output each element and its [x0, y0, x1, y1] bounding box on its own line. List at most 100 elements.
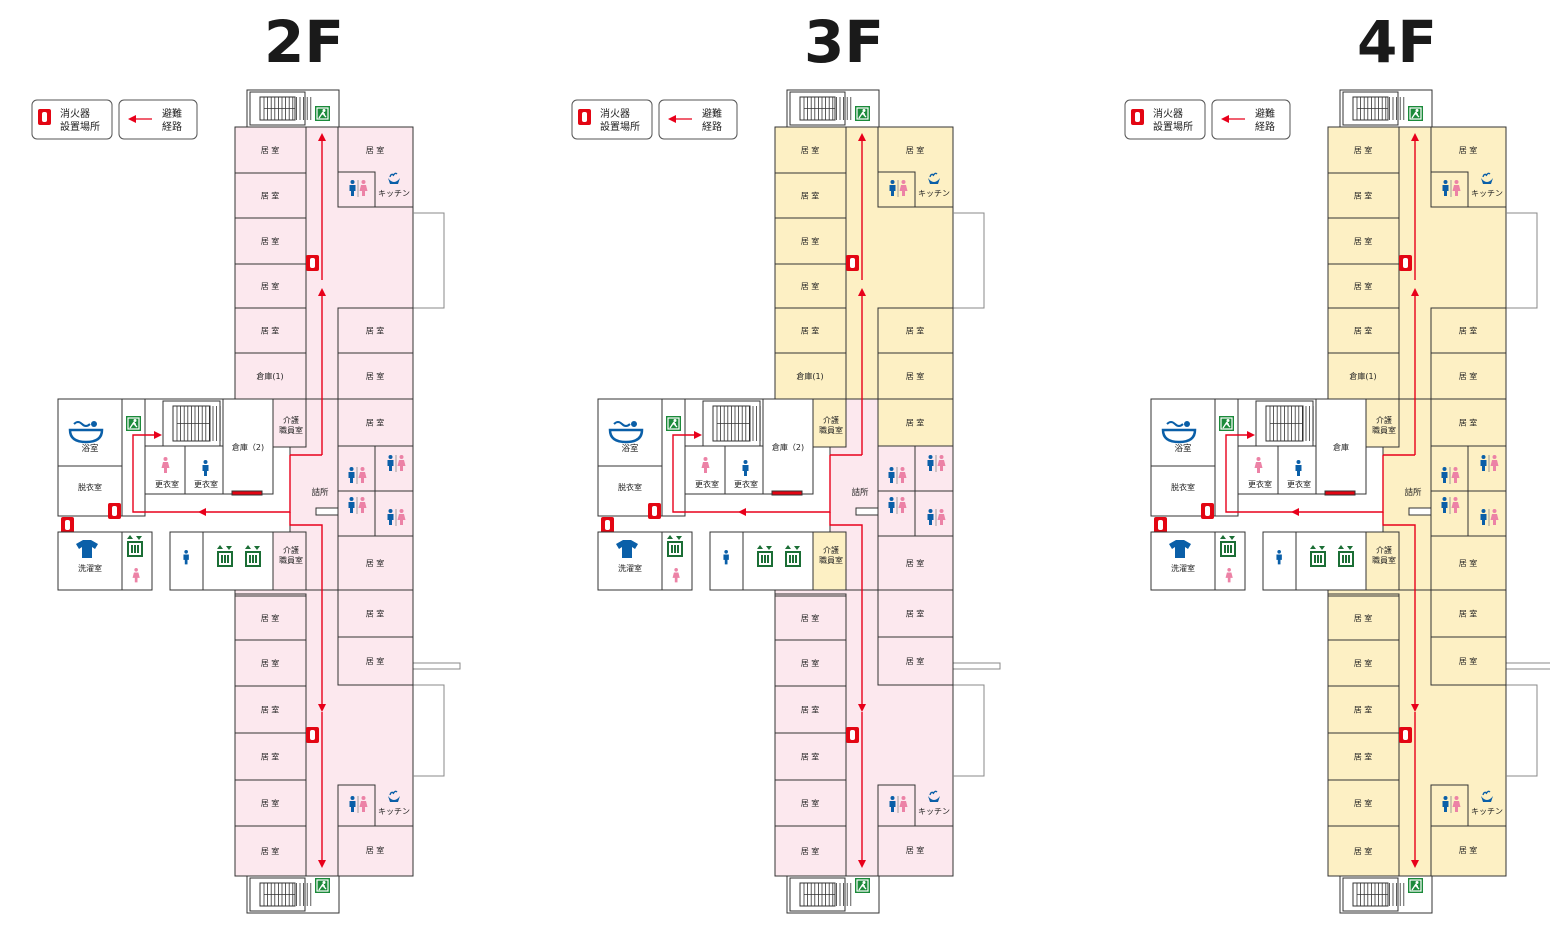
room-label: 居 室: [801, 752, 820, 762]
balcony: [1506, 684, 1538, 777]
room: [234, 595, 307, 641]
fire-extinguisher-icon: [1154, 517, 1167, 533]
room-label: 居 室: [366, 656, 385, 666]
laundry-label: 洗濯室: [78, 563, 102, 573]
balcony: [953, 212, 985, 309]
care-staff-room: [812, 531, 847, 591]
storage-label: 倉庫（2): [772, 442, 804, 452]
room-label: 居 室: [801, 798, 820, 808]
legend-extinguisher-label: 設置場所: [600, 120, 640, 133]
bathtub-icon: [1161, 421, 1197, 444]
fire-extinguisher-icon: [1131, 109, 1144, 125]
kitchen-icon: キッチン: [1471, 172, 1503, 198]
restroom: [1430, 784, 1469, 827]
male-icon: [183, 550, 189, 565]
room-label: 居 室: [1354, 658, 1373, 668]
male-icon: [1441, 497, 1448, 513]
kitchen-label: キッチン: [378, 189, 410, 198]
legend-route-box: [1211, 99, 1291, 140]
legend-extinguisher-box: [1124, 99, 1206, 140]
storage-label: 倉庫: [1333, 442, 1349, 452]
male-icon: [888, 467, 895, 483]
room: [337, 307, 414, 354]
room-label: 居 室: [1354, 326, 1373, 336]
elevator-icon: [785, 545, 801, 567]
room-label: 居 室: [1459, 609, 1478, 619]
restroom-icon: [349, 796, 368, 813]
legend-extinguisher-box: [571, 99, 653, 140]
care-staff-label: 介護: [823, 545, 839, 555]
legend-extinguisher-label: 設置場所: [60, 120, 100, 133]
emergency-exit-icon: [1408, 878, 1423, 893]
kitchen-icon: キッチン: [918, 172, 950, 198]
room: [774, 307, 847, 354]
female-icon: [899, 796, 908, 812]
room: [1327, 217, 1400, 265]
changing-label: 更衣室: [734, 479, 758, 489]
room-label: 居 室: [261, 191, 280, 201]
room: [337, 398, 414, 447]
care-staff-label: 介護: [1376, 545, 1392, 555]
fire-extinguisher-icon: [1201, 503, 1214, 519]
kitchen-icon: キッチン: [378, 790, 410, 816]
female-icon: [359, 796, 368, 812]
emergency-exit-icon: [126, 416, 141, 431]
room-label: 居 室: [906, 145, 925, 155]
kitchen-icon: キッチン: [918, 790, 950, 816]
kitchen-icon: キッチン: [1471, 790, 1503, 816]
care-staff-room: [1365, 398, 1400, 448]
female-icon: [132, 568, 140, 583]
room-label: 居 室: [801, 705, 820, 715]
restroom: [337, 171, 376, 208]
room: [234, 825, 307, 877]
elevator-icon: [127, 535, 143, 557]
legend-route-box: [118, 99, 198, 140]
legend-extinguisher-label: 消火器: [1153, 107, 1183, 120]
female-icon: [937, 509, 946, 525]
station-counter: [855, 507, 879, 516]
male-icon: [742, 460, 749, 476]
care-staff-label: 職員室: [279, 425, 303, 435]
changing-label: 更衣室: [695, 479, 719, 489]
male-icon: [1480, 509, 1487, 525]
room: [1327, 639, 1400, 687]
female-icon: [701, 457, 710, 473]
room-label: 居 室: [906, 371, 925, 381]
restroom: [1430, 490, 1469, 537]
kitchen-label: キッチン: [918, 189, 950, 198]
evacuation-route: [1225, 133, 1419, 868]
room-label: 居 室: [1459, 418, 1478, 428]
male-icon: [1276, 550, 1282, 565]
restroom: [374, 445, 414, 492]
legend-extinguisher-label: 消火器: [600, 107, 630, 120]
female-icon: [899, 180, 908, 196]
room-label: 居 室: [801, 658, 820, 668]
restroom-icon: [1441, 497, 1460, 514]
undress-label: 脱衣室: [1171, 482, 1195, 492]
room-label: 居 室: [1459, 326, 1478, 336]
kitchen-icon: キッチン: [378, 172, 410, 198]
station-label: 詰所: [851, 487, 869, 498]
restroom-icon: [1441, 467, 1460, 484]
male-icon: [1442, 796, 1449, 812]
room: [774, 639, 847, 687]
room: [337, 535, 414, 591]
room: [774, 825, 847, 877]
room-label: 居 室: [1354, 281, 1373, 291]
fire-extinguisher-icon: [648, 503, 661, 519]
station-counter: [1408, 507, 1432, 516]
room-label: 居 室: [801, 846, 820, 856]
bath-label: 浴室: [81, 443, 99, 454]
room: [774, 217, 847, 265]
restroom-icon: [387, 509, 406, 526]
evacuation-route: [672, 133, 866, 868]
male-icon: [348, 467, 355, 483]
changing-label: 更衣室: [1287, 479, 1311, 489]
male-icon: [1442, 180, 1449, 196]
station-label: 詰所: [311, 487, 329, 498]
storage-label: 倉庫（2): [232, 442, 264, 452]
laundry-label: 洗濯室: [618, 563, 642, 573]
care-staff-label: 介護: [1376, 415, 1392, 425]
room-label: 居 室: [801, 236, 820, 246]
care-staff-label: 介護: [283, 415, 299, 425]
